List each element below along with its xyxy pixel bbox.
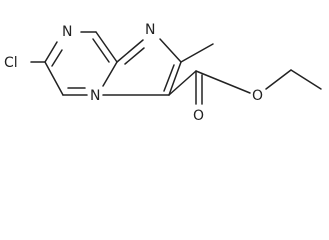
bond-n7-c6 <box>44 41 58 63</box>
bond-carbonyl-o-ether <box>195 70 251 94</box>
bond-c8a-c8 <box>95 31 118 63</box>
pyrazine-ring <box>44 31 118 96</box>
bond-n7-c6-inner <box>51 49 63 67</box>
atom-label-bridgehead-n: N <box>90 88 100 104</box>
bond-c2-c3 <box>168 61 182 96</box>
atom-label-pyrazine-n: N <box>62 24 72 40</box>
atom-labels: Cl N N N O O <box>4 22 263 124</box>
bond-c3-carbonyl <box>168 70 197 96</box>
bond-n1-c2 <box>159 38 182 63</box>
bond-c2-c3-inner <box>163 64 175 92</box>
imidazole-ring <box>102 38 182 96</box>
atom-label-cl: Cl <box>4 55 18 71</box>
bond-c8a-n1-inner <box>124 47 145 65</box>
atom-label-imidazole-n: N <box>145 22 155 38</box>
substituents <box>30 43 251 105</box>
bond-c2-methyl <box>180 43 214 63</box>
bond-c6-c5 <box>44 61 64 96</box>
bond-o-ch2 <box>265 69 292 90</box>
bond-n4-c8a <box>102 61 118 87</box>
chemical-structure-diagram: Cl N N N O O <box>4 22 322 124</box>
bond-c8a-c8-inner <box>92 38 110 63</box>
bond-ch2-ch3 <box>290 69 322 90</box>
atom-label-carbonyl-o: O <box>193 108 204 124</box>
atom-label-ether-o: O <box>252 88 263 104</box>
bond-c8a-n1 <box>116 39 144 63</box>
ethyl-chain <box>265 69 322 90</box>
